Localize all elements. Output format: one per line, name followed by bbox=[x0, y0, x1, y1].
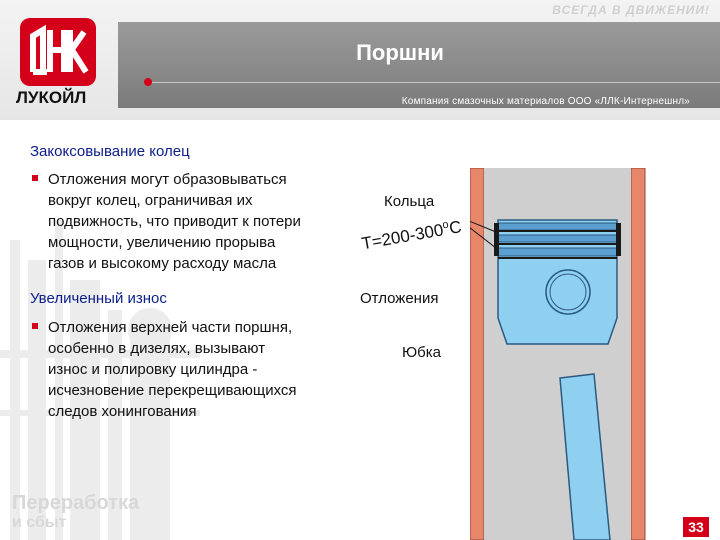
connecting-rod bbox=[559, 373, 611, 540]
company-line: Компания смазочных материалов ООО «ЛЛК-И… bbox=[401, 96, 690, 107]
piston-ring bbox=[497, 222, 618, 231]
slogan: ВСЕГДА В ДВИЖЕНИИ! bbox=[552, 3, 710, 17]
rings-leader-line bbox=[470, 220, 497, 233]
lukoil-logo bbox=[20, 18, 96, 86]
piston-ring bbox=[497, 234, 618, 243]
ring-deposit-line bbox=[498, 257, 617, 259]
wear-text-line: следов хонингования bbox=[48, 403, 197, 420]
page-number: 33 bbox=[683, 517, 709, 537]
piston-diagram bbox=[470, 168, 646, 540]
rings-label: Кольца bbox=[384, 193, 435, 210]
title-dot bbox=[144, 78, 152, 86]
skirt-label: Юбка bbox=[402, 344, 441, 361]
bullet-marker bbox=[32, 323, 38, 329]
wear-text-line: особенно в дизелях, вызывают bbox=[48, 340, 266, 357]
logo-text: ЛУКОЙЛ bbox=[16, 88, 87, 107]
coking-text-line: газов и высокому расходу масла bbox=[48, 255, 277, 272]
footer-division-subtitle: и сбыт bbox=[12, 514, 67, 531]
wear-text-line: износ и полировку цилиндра - bbox=[48, 361, 258, 378]
title-divider bbox=[148, 82, 720, 83]
ring-deposit-left bbox=[494, 223, 499, 256]
rings-leader-line bbox=[470, 227, 497, 249]
ring-deposit-right bbox=[616, 223, 621, 256]
coking-text-line: вокруг колец, ограничивая их bbox=[48, 192, 253, 209]
coking-text-line: Отложения могут образовываться bbox=[48, 171, 287, 188]
lukoil-logo-mark-icon bbox=[30, 24, 89, 75]
deposits-label: Отложения bbox=[360, 290, 439, 307]
piston-pin-inner bbox=[549, 273, 587, 311]
footer-division-title: Переработка bbox=[12, 492, 140, 514]
section-heading-wear: Увеличенный износ bbox=[30, 290, 167, 307]
section-heading-coking: Закоксовывание колец bbox=[30, 143, 190, 160]
wear-text-line: исчезновение перекрещивающихся bbox=[48, 382, 297, 399]
page-title: Поршни bbox=[356, 40, 444, 65]
refinery-watermark-icon bbox=[0, 220, 200, 540]
title-bar bbox=[118, 22, 720, 108]
piston-ring bbox=[497, 247, 618, 257]
temperature-value: Т=200-300 bbox=[360, 220, 445, 254]
ring-deposit-line bbox=[498, 230, 617, 232]
temperature-unit: С bbox=[447, 217, 463, 238]
coking-text-line: подвижность, что приводит к потери bbox=[48, 213, 301, 230]
wear-text-line: Отложения верхней части поршня, bbox=[48, 319, 293, 336]
coking-text-line: мощности, увеличению прорыва bbox=[48, 234, 276, 251]
bullet-marker bbox=[32, 175, 38, 181]
ring-deposit-line bbox=[498, 243, 617, 245]
piston-pin bbox=[545, 269, 591, 315]
temperature-label: Т=200-300oС bbox=[360, 216, 463, 254]
cylinder-wall-right bbox=[630, 168, 646, 540]
